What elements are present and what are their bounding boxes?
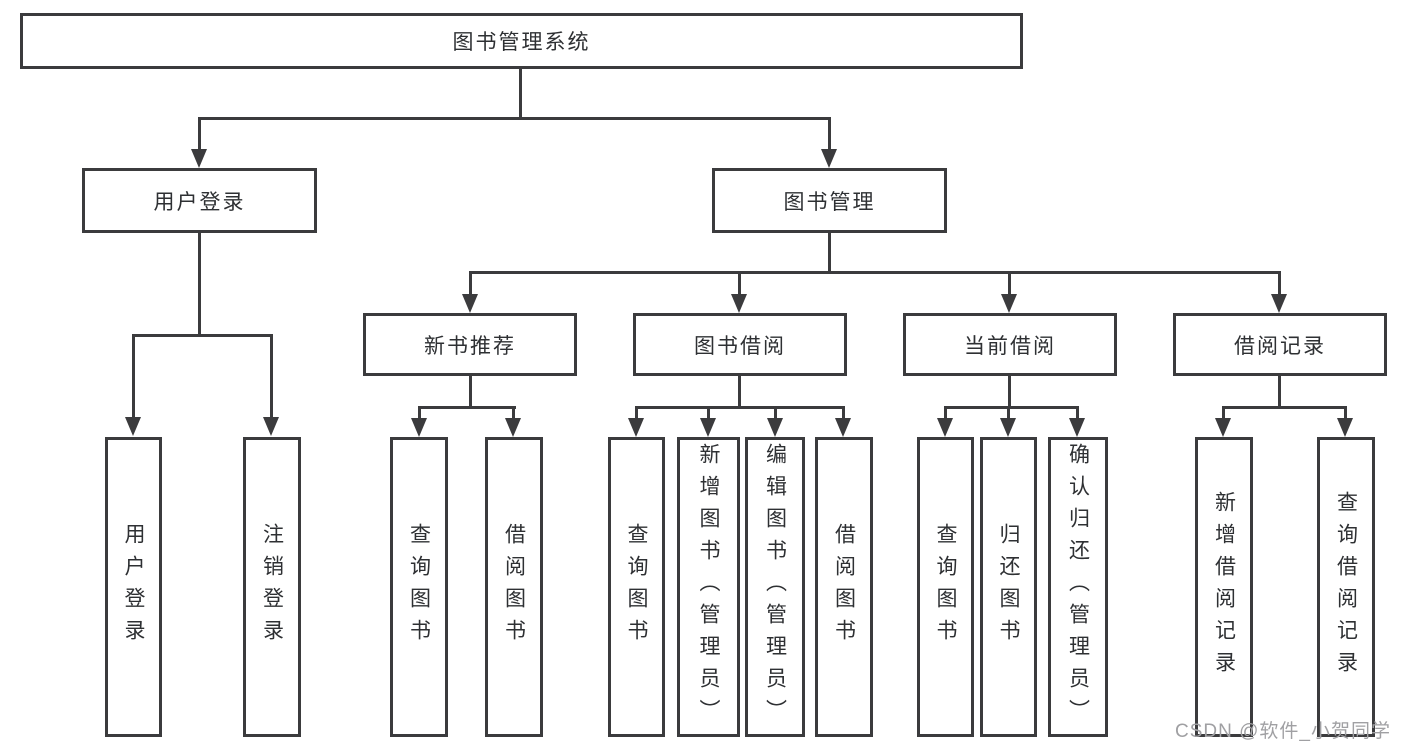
leaf-logout: 注销登录 [243, 437, 301, 737]
connector-new-book-recommend-split [418, 406, 516, 409]
connector-drop-user-login [198, 117, 201, 151]
leaf-query-books-borrow-label: 查询图书 [625, 523, 648, 651]
leaf-edit-books-admin-label: 编辑图书（管理员） [763, 443, 787, 731]
leaf-confirm-return-admin-label: 确认归还（管理员） [1066, 443, 1090, 731]
arrowhead-icon [1001, 294, 1017, 313]
connector-book-management-stem [828, 233, 831, 273]
connector-drop [774, 406, 777, 420]
arrowhead-icon [505, 418, 521, 437]
connector-drop [1222, 406, 1225, 420]
connector-drop [944, 406, 947, 420]
node-book-management-label: 图书管理 [783, 190, 876, 214]
node-book-borrow: 图书借阅 [633, 313, 847, 376]
connector-drop [1076, 406, 1079, 420]
leaf-query-books-current: 查询图书 [917, 437, 974, 737]
node-root-label: 图书管理系统 [452, 31, 591, 54]
leaf-query-borrow-record: 查询借阅记录 [1317, 437, 1375, 737]
node-user-login-label: 用户登录 [153, 190, 246, 214]
connector-drop [842, 406, 845, 420]
connector-borrow-records-stem [1278, 376, 1281, 409]
connector-drop-borrow-records [1278, 271, 1281, 296]
node-current-borrow: 当前借阅 [903, 313, 1117, 376]
connector-drop [1007, 406, 1010, 420]
connector-drop-current-borrow [1008, 271, 1011, 296]
connector-drop [418, 406, 421, 420]
leaf-confirm-return-admin: 确认归还（管理员） [1048, 437, 1108, 737]
connector-book-borrow-stem [738, 376, 741, 409]
connector-drop-new-book-recommend [469, 271, 472, 296]
node-new-book-recommend-label: 新书推荐 [424, 334, 516, 358]
node-borrow-records: 借阅记录 [1173, 313, 1387, 376]
connector-drop [512, 406, 515, 420]
connector-drop-book-borrow [738, 271, 741, 296]
leaf-user-login: 用户登录 [105, 437, 162, 737]
arrowhead-icon [628, 418, 644, 437]
connector-drop-book-management [828, 117, 831, 151]
connector-level2-split [198, 117, 831, 120]
connector-new-book-recommend-stem [469, 376, 472, 409]
connector-drop-leaf-user-login [132, 334, 135, 418]
arrowhead-icon [731, 294, 747, 313]
arrowhead-icon [1271, 294, 1287, 313]
leaf-add-borrow-record: 新增借阅记录 [1195, 437, 1253, 737]
arrowhead-icon [125, 417, 141, 436]
node-borrow-records-label: 借阅记录 [1234, 334, 1326, 358]
leaf-borrow-books-recommend-label: 借阅图书 [502, 523, 526, 651]
arrowhead-icon [700, 418, 716, 437]
connector-book-borrow-split [635, 406, 845, 409]
connector-current-borrow-stem [1008, 376, 1011, 409]
connector-root-stem [519, 69, 522, 119]
arrowhead-icon [937, 418, 953, 437]
node-book-borrow-label: 图书借阅 [694, 334, 786, 358]
arrowhead-icon [462, 294, 478, 313]
leaf-query-books-recommend-label: 查询图书 [407, 523, 431, 651]
arrowhead-icon [767, 418, 783, 437]
connector-drop [635, 406, 638, 420]
leaf-add-books-admin: 新增图书（管理员） [677, 437, 740, 737]
node-user-login: 用户登录 [82, 168, 317, 233]
node-current-borrow-label: 当前借阅 [964, 334, 1056, 358]
leaf-query-books-borrow: 查询图书 [608, 437, 665, 737]
connector-user-login-split [132, 334, 273, 337]
arrowhead-icon [263, 417, 279, 436]
leaf-query-books-recommend: 查询图书 [390, 437, 448, 737]
csdn-watermark: CSDN @软件_小贺同学 [1175, 721, 1391, 742]
connector-drop [1344, 406, 1347, 420]
leaf-borrow-books-recommend: 借阅图书 [485, 437, 543, 737]
leaf-edit-books-admin: 编辑图书（管理员） [745, 437, 805, 737]
arrowhead-icon [1337, 418, 1353, 437]
connector-current-borrow-split [944, 406, 1079, 409]
leaf-query-books-current-label: 查询图书 [934, 523, 957, 651]
arrowhead-icon [821, 149, 837, 168]
arrowhead-icon [1215, 418, 1231, 437]
arrowhead-icon [191, 149, 207, 168]
arrowhead-icon [411, 418, 427, 437]
arrowhead-icon [1000, 418, 1016, 437]
leaf-borrow-books-label: 借阅图书 [832, 523, 856, 651]
connector-level3-split [469, 271, 1281, 274]
arrowhead-icon [1069, 418, 1085, 437]
leaf-borrow-books: 借阅图书 [815, 437, 873, 737]
connector-drop [707, 406, 710, 420]
connector-user-login-stem [198, 233, 201, 336]
leaf-return-books-label: 归还图书 [997, 523, 1020, 651]
leaf-user-login-label: 用户登录 [122, 523, 145, 651]
node-book-management: 图书管理 [712, 168, 947, 233]
leaf-query-borrow-record-label: 查询借阅记录 [1334, 491, 1358, 683]
arrowhead-icon [835, 418, 851, 437]
leaf-add-borrow-record-label: 新增借阅记录 [1212, 491, 1236, 683]
leaf-add-books-admin-label: 新增图书（管理员） [697, 443, 720, 731]
node-new-book-recommend: 新书推荐 [363, 313, 577, 376]
node-root: 图书管理系统 [20, 13, 1023, 69]
leaf-return-books: 归还图书 [980, 437, 1037, 737]
connector-drop-leaf-logout [270, 334, 273, 418]
connector-borrow-records-split [1222, 406, 1347, 409]
leaf-logout-label: 注销登录 [260, 523, 284, 651]
